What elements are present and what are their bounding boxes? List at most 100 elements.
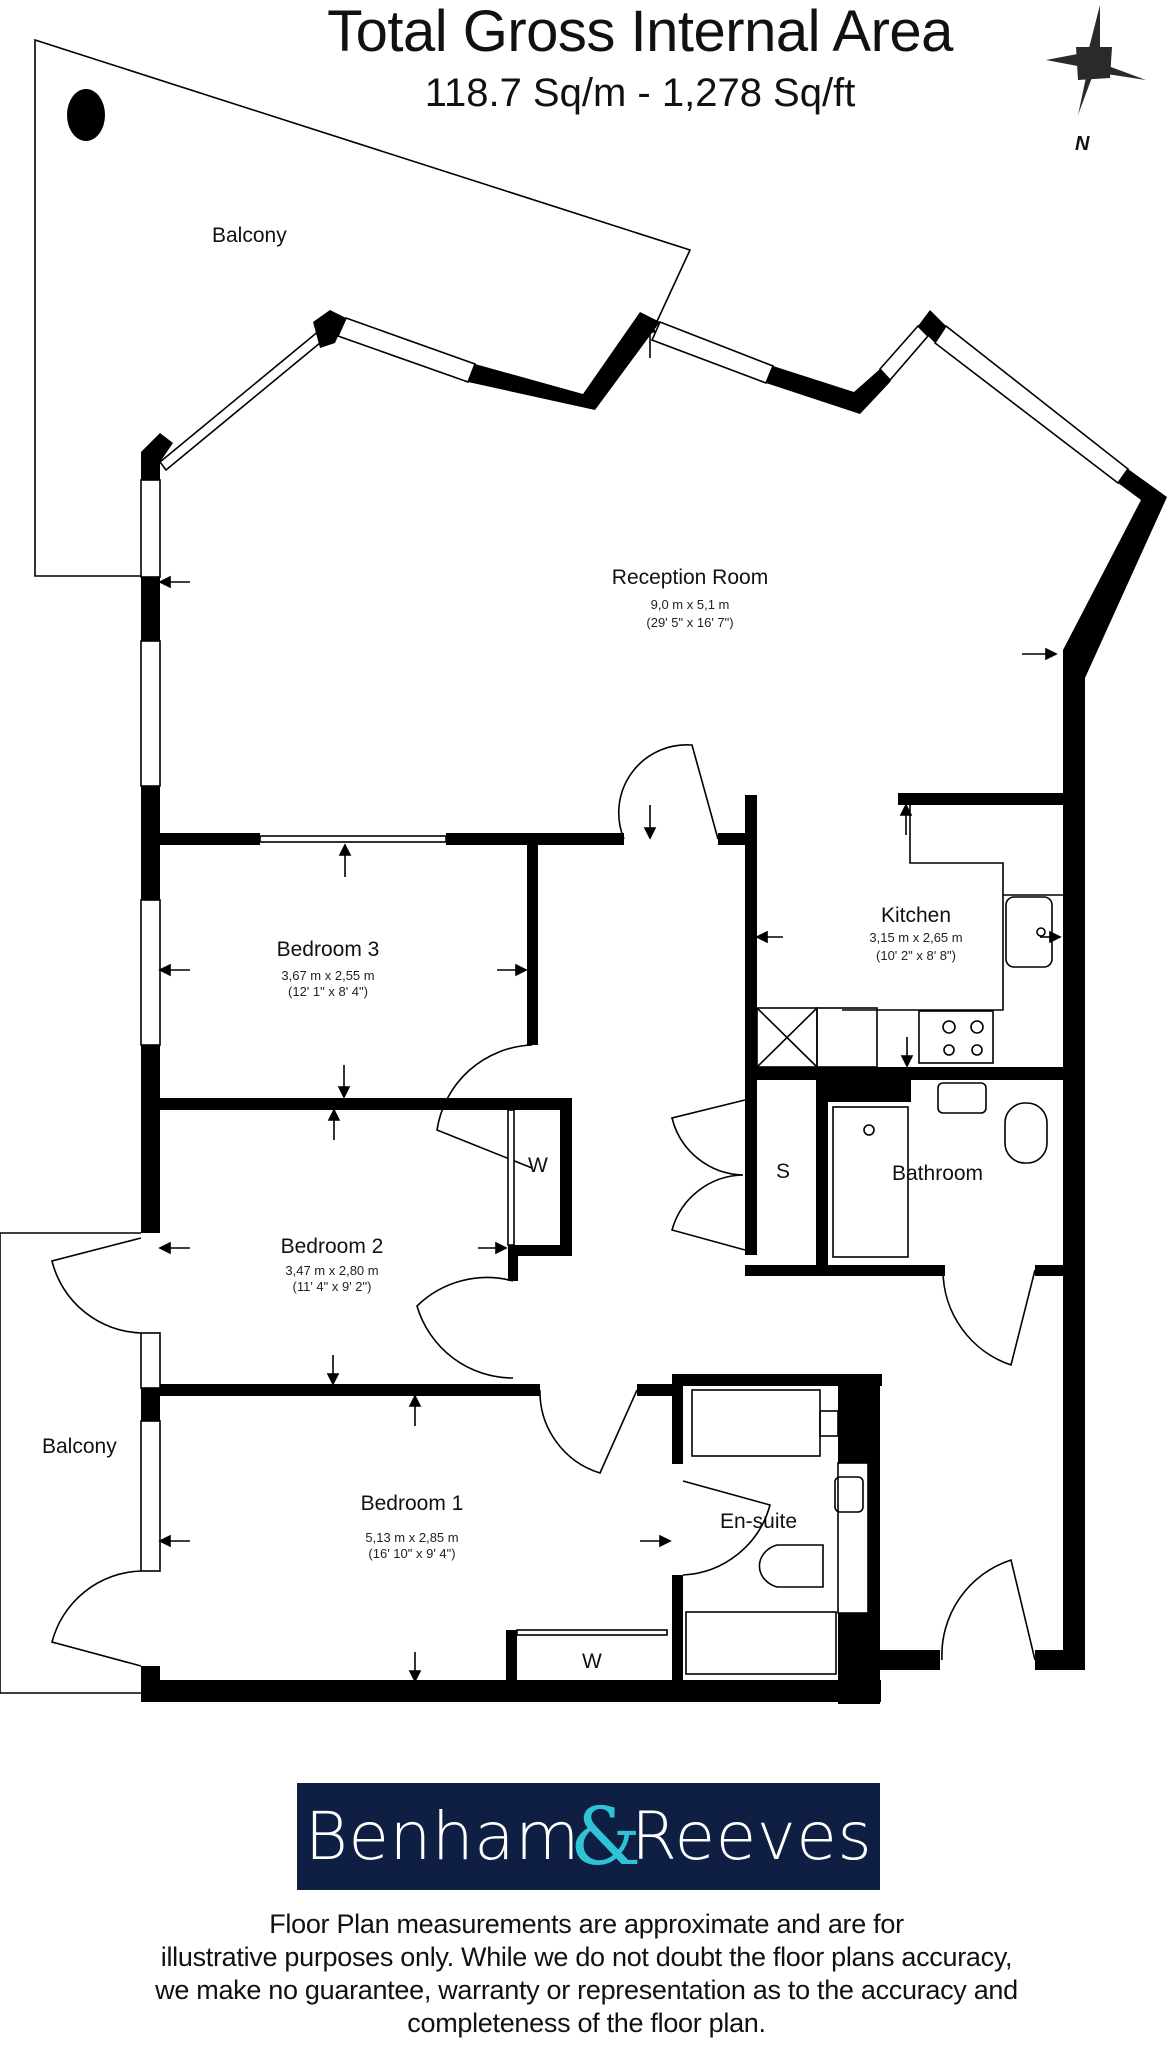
bedroom2-imperial: (11' 4" x 9' 2") (293, 1279, 372, 1294)
window-top-mid (650, 320, 775, 385)
balcony-top-outline (34, 38, 692, 577)
wardrobe1-label: W (582, 1650, 602, 1673)
wall (160, 833, 260, 845)
kitchen-label: Kitchen (881, 904, 951, 927)
window-top-left (336, 316, 477, 384)
logo-text-left: Benham (304, 1797, 580, 1875)
reception-metric: 9,0 m x 5,1 m (651, 597, 730, 612)
wall-right-exterior (1063, 469, 1167, 1670)
kitchen-cupboard (816, 1007, 878, 1068)
wall (1035, 1650, 1085, 1670)
wall (745, 1265, 945, 1276)
bedroom3-metric: 3,67 m x 2,55 m (281, 968, 374, 983)
kitchen-sink-icon (1005, 896, 1053, 968)
door-entrance[interactable] (941, 1558, 1036, 1661)
door-bathroom[interactable] (942, 1269, 1036, 1367)
logo-ampersand: & (569, 1790, 642, 1883)
wall-bottom (141, 1680, 881, 1702)
wall (766, 366, 891, 414)
balcony-side-outline (0, 1232, 141, 1694)
wall (816, 1067, 911, 1102)
wall-kitchen-left (745, 795, 757, 1255)
reception-label: Reception Room (612, 566, 768, 589)
window-diagonal (158, 328, 328, 472)
wall (718, 833, 753, 845)
wall (898, 793, 1068, 805)
window-left-3 (140, 899, 161, 1046)
wall (672, 1374, 683, 1464)
door-bedroom3[interactable] (436, 1044, 533, 1169)
logo-text-right: Reeves (631, 1797, 873, 1875)
compass-north-label: N (1075, 133, 1090, 155)
ensuite-bath-icon (685, 1611, 837, 1675)
toilet-icon (1004, 1102, 1048, 1164)
sliding-door-wardrobe2 (507, 1109, 515, 1246)
wall (506, 1630, 517, 1685)
kitchen-imperial: (10' 2" x 8' 8") (876, 948, 956, 963)
total-area: 118.7 Sq/m - 1,278 Sq/ft (424, 71, 856, 115)
ensuite-basin-icon (834, 1476, 864, 1513)
page-title: Total Gross Internal Area (327, 0, 953, 64)
wall (160, 1384, 540, 1396)
door-storage[interactable] (671, 1099, 746, 1251)
wall (672, 1575, 683, 1685)
storage-label: S (776, 1160, 790, 1183)
disclaimer: Floor Plan measurements are approximate … (40, 1908, 1133, 2040)
bedroom1-label: Bedroom 1 (361, 1492, 464, 1515)
measurement-arrows (158, 320, 1062, 1683)
ensuite-label: En-suite (720, 1510, 797, 1533)
wall (880, 1650, 940, 1670)
door-ensuite[interactable] (682, 1480, 771, 1576)
wall (527, 845, 538, 1045)
bedroom1-metric: 5,13 m x 2,85 m (365, 1530, 458, 1545)
balcony-side-label: Balcony (42, 1435, 117, 1458)
door-balcony-bedroom2[interactable] (51, 1237, 142, 1334)
wall (141, 433, 173, 480)
basin-icon (937, 1082, 987, 1114)
bedroom2-metric: 3,47 m x 2,80 m (285, 1263, 378, 1278)
brand-logo: Benham&Reeves (297, 1783, 880, 1890)
reception-imperial: (29' 5" x 16' 7") (646, 615, 733, 630)
wall (313, 310, 346, 348)
bedroom3-label: Bedroom 3 (277, 938, 380, 961)
window-left-2 (140, 640, 161, 787)
bedroom2-label: Bedroom 2 (281, 1235, 384, 1258)
door-reception[interactable] (617, 744, 719, 840)
window-left-5 (140, 1420, 161, 1572)
bathroom-label: Bathroom (892, 1162, 983, 1185)
window-top-right (933, 324, 1130, 485)
tap-icon (1036, 927, 1046, 937)
kitchen-counter-outline (842, 805, 1004, 1011)
hob-icon (918, 1010, 994, 1064)
door-bedroom2[interactable] (416, 1276, 514, 1379)
shower-tray-icon (691, 1389, 821, 1457)
window-small (878, 324, 930, 382)
wall (1035, 1265, 1065, 1276)
sliding-door-bedroom3 (259, 835, 447, 843)
disclaimer-line: completeness of the floor plan. (407, 2008, 766, 2038)
wall (141, 1388, 160, 1421)
sliding-door-wardrobe1 (516, 1629, 668, 1636)
kitchen-metric: 3,15 m x 2,65 m (869, 930, 962, 945)
door-bedroom1[interactable] (539, 1389, 638, 1474)
bedroom3-imperial: (12' 1" x 8' 4") (288, 984, 368, 999)
door-balcony-bedroom1[interactable] (51, 1570, 142, 1667)
wall (637, 1384, 672, 1396)
disclaimer-line: Floor Plan measurements are approximate … (269, 1909, 904, 1939)
wall (560, 1098, 572, 1253)
wall (918, 310, 946, 343)
bathtub-icon (832, 1106, 909, 1258)
ensuite-toilet-icon (758, 1544, 824, 1588)
disclaimer-line: we make no guarantee, warranty or repres… (155, 1975, 1018, 2005)
wall (508, 1245, 572, 1256)
compass-star-icon: N (1046, 5, 1146, 155)
wall (468, 312, 660, 410)
wall (141, 577, 160, 641)
drainage-point-icon (67, 89, 105, 141)
disclaimer-line: illustrative purposes only. While we do … (160, 1942, 1013, 1972)
wall (508, 1245, 518, 1281)
window-left-1 (140, 479, 161, 578)
wall (446, 833, 624, 845)
wall (160, 1098, 572, 1110)
wardrobe2-label: W (528, 1154, 548, 1177)
